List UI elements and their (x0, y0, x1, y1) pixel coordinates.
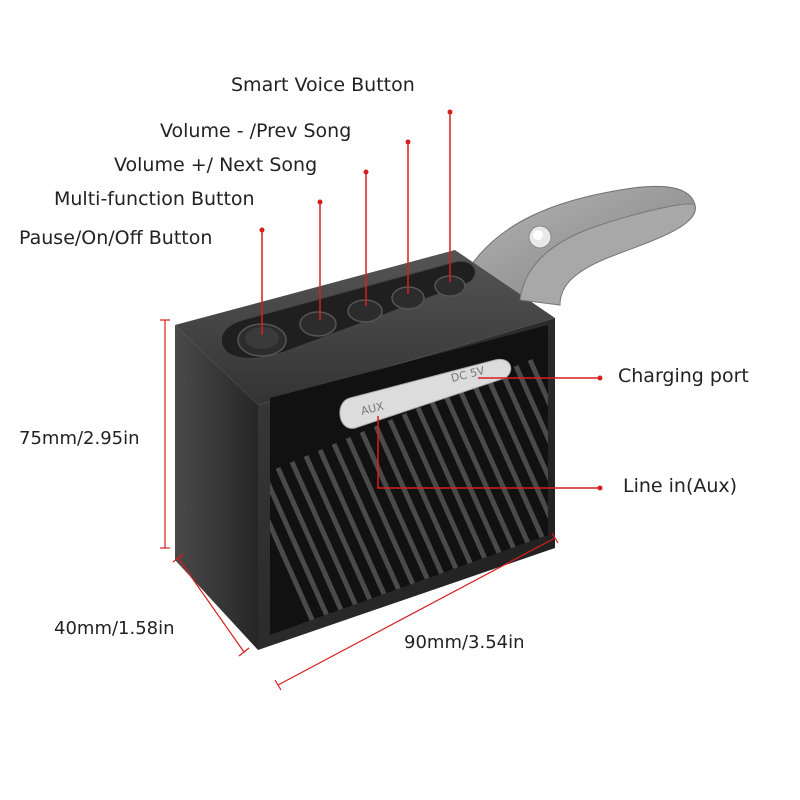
multi-function-label: Multi-function Button (54, 188, 255, 210)
dimension-lines (160, 319, 559, 691)
volume-plus-label: Volume +/ Next Song (114, 154, 318, 176)
volume-minus-label: Volume - /Prev Song (160, 120, 352, 142)
charging-port-label: Charging port (618, 365, 749, 387)
volume-plus-button[interactable] (347, 299, 383, 323)
strap-front (519, 203, 696, 306)
callout-lines (261, 112, 600, 489)
callout-dots (259, 109, 603, 491)
strap-rivet-icon (528, 225, 552, 249)
aux-port-label: AUX (360, 400, 386, 418)
height-dimension-label: 75mm/2.95in (19, 428, 140, 449)
depth-dimension-label: 40mm/1.58in (54, 618, 175, 639)
speaker-side-face (175, 325, 258, 650)
port-cover (339, 358, 512, 429)
pause-on-off-label: Pause/On/Off Button (19, 227, 213, 249)
multi-function-button[interactable] (299, 311, 337, 337)
line-in-label: Line in(Aux) (623, 475, 738, 497)
width-dimension-label: 90mm/3.54in (404, 632, 525, 653)
smart-voice-label: Smart Voice Button (231, 74, 415, 96)
